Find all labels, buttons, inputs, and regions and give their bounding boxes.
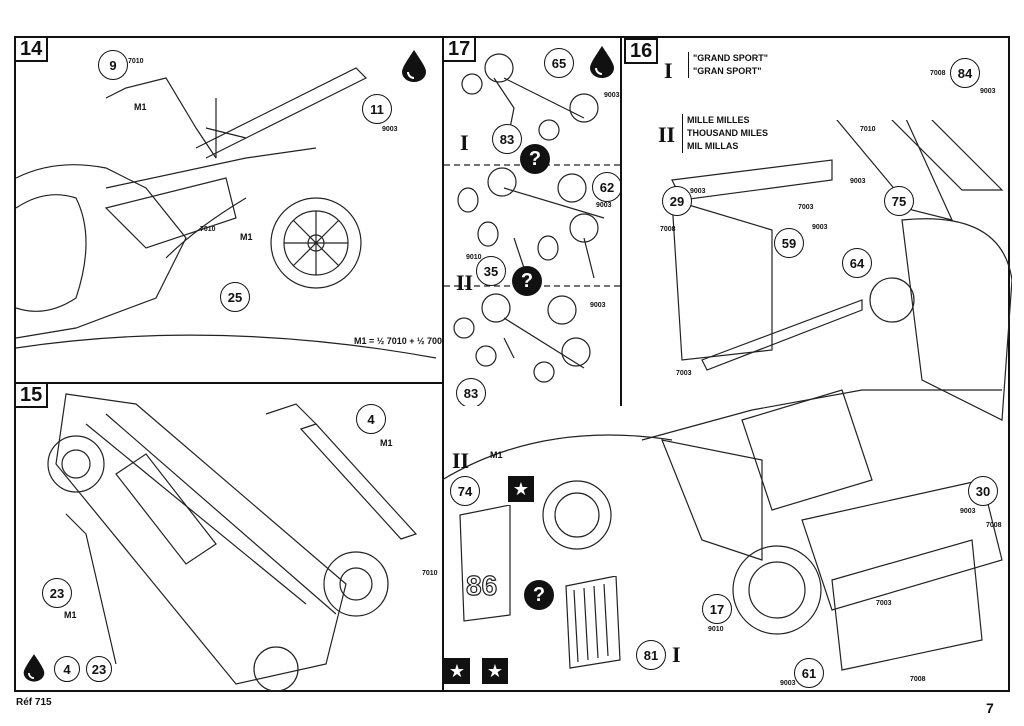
- step-number: 16: [624, 38, 659, 64]
- callout-25: 25: [220, 282, 250, 312]
- roman-numeral: I: [672, 642, 681, 667]
- code-label: 9003: [596, 202, 612, 209]
- code-label: M1: [380, 438, 393, 448]
- variant-name: "GRAN SPORT": [693, 66, 762, 76]
- code-label: 9003: [604, 92, 620, 99]
- step-14-panel: 14 9 7010 M1 11 9003 7010 M1 25 M1 = ½ 7…: [14, 36, 448, 384]
- callout-75: 75: [884, 186, 914, 216]
- code-label: 9003: [812, 224, 828, 231]
- code-label: 7008: [986, 522, 1002, 529]
- code-label: 7003: [798, 204, 814, 211]
- variant-name: MIL MILLAS: [687, 141, 739, 151]
- code-label: 9003: [980, 88, 996, 95]
- code-label: 7008: [930, 70, 946, 77]
- roman-numeral: II: [452, 448, 470, 473]
- code-label: 9003: [960, 508, 976, 515]
- step-16-lower-panel: [442, 406, 1010, 692]
- callout-4: 4: [356, 404, 386, 434]
- callout-61: 61: [794, 658, 824, 688]
- star-icon: ★: [482, 658, 508, 684]
- variant-name: "GRAND SPORT": [693, 53, 769, 63]
- variant-1-roman: I: [664, 58, 673, 83]
- star-icon: ★: [444, 658, 470, 684]
- variant-2-roman: II: [658, 122, 676, 147]
- svg-text:86: 86: [466, 570, 497, 601]
- code-label: 9003: [780, 680, 796, 687]
- code-label: 7008: [910, 676, 926, 683]
- callout-11: 11: [362, 94, 392, 124]
- roman-numeral: II: [456, 270, 474, 295]
- code-label: 9003: [382, 126, 398, 133]
- code-label: 7003: [676, 370, 692, 377]
- variant-2-list: MILLE MILLES THOUSAND MILES MIL MILLAS: [682, 114, 768, 153]
- roman-numeral: I: [460, 130, 469, 155]
- callout-74: 74: [450, 476, 480, 506]
- code-label: M1: [240, 232, 253, 242]
- callout-23: 23: [42, 578, 72, 608]
- variant-name: MILLE MILLES: [687, 115, 750, 125]
- callout-83: 83: [492, 124, 522, 154]
- page-reference: Réf 715: [16, 697, 52, 708]
- callout-81: 81: [636, 640, 666, 670]
- step-number: 17: [442, 36, 477, 62]
- page-number: 7: [986, 700, 994, 716]
- code-label: 7010: [422, 570, 438, 577]
- callout-35: 35: [476, 256, 506, 286]
- step-number: 15: [14, 382, 49, 408]
- variant-name: THOUSAND MILES: [687, 128, 768, 138]
- callout-29: 29: [662, 186, 692, 216]
- question-icon: ?: [520, 144, 550, 174]
- step-number: 14: [14, 36, 49, 62]
- code-label: 9003: [590, 302, 606, 309]
- paint-drop-icon: [402, 50, 426, 82]
- callout-62: 62: [592, 172, 622, 202]
- callout-30: 30: [968, 476, 998, 506]
- callout-9: 9: [98, 50, 128, 80]
- footer-callout-23: 23: [86, 656, 112, 682]
- footer-callout-4: 4: [54, 656, 80, 682]
- step-17-panel: 17 65 9003 83 I ? 62 9003 9010 35 II ? 9…: [442, 36, 624, 408]
- step-15-drawing: [47, 393, 418, 692]
- variant-1-list: "GRAND SPORT" "GRAN SPORT": [688, 52, 768, 78]
- code-label: 9010: [466, 254, 482, 261]
- step-15-panel: 15 4 M1 23 M1 7010 4 23: [14, 382, 444, 692]
- paint-drop-icon: [590, 46, 614, 78]
- paint-drop-icon: [23, 654, 45, 682]
- callout-65: 65: [544, 48, 574, 78]
- callout-59: 59: [774, 228, 804, 258]
- code-label: M1: [134, 102, 147, 112]
- code-label: 7010: [200, 226, 216, 233]
- code-label: 7003: [876, 600, 892, 607]
- question-icon: ?: [512, 266, 542, 296]
- code-label: 9010: [708, 626, 724, 633]
- grille-81-drawing: [565, 576, 621, 669]
- code-label: M1: [64, 610, 77, 620]
- callout-64: 64: [842, 248, 872, 278]
- code-label: 7010: [128, 58, 144, 65]
- code-label: 7008: [660, 226, 676, 233]
- star-icon: ★: [508, 476, 534, 502]
- step-14-drawing: [16, 67, 437, 359]
- code-label: 7010: [860, 126, 876, 133]
- paint-formula: M1 = ½ 7010 + ½ 7008: [354, 336, 448, 346]
- code-label: M1: [490, 450, 503, 460]
- question-icon: ?: [524, 580, 554, 610]
- callout-84: 84: [950, 58, 980, 88]
- step-16-panel: [620, 36, 1010, 408]
- callout-17: 17: [702, 594, 732, 624]
- code-label: 9003: [850, 178, 866, 185]
- radiator-grille-drawing: 86: [459, 505, 570, 622]
- code-label: 9003: [690, 188, 706, 195]
